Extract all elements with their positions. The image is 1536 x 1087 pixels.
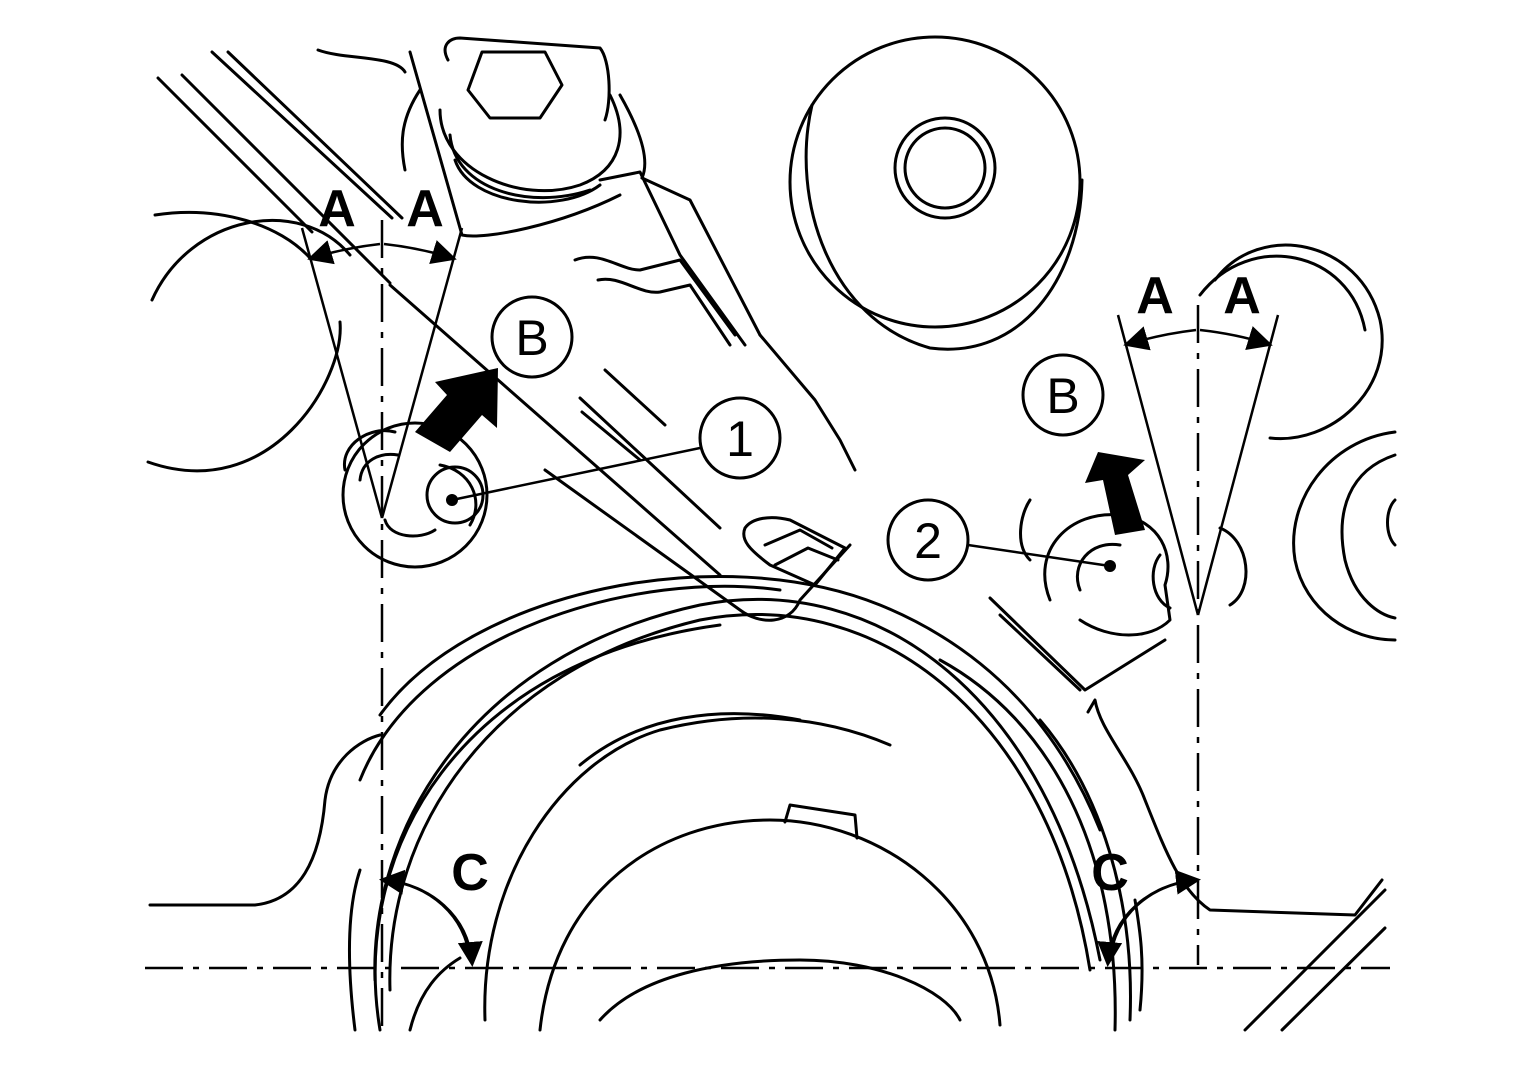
angle-c-right (1097, 869, 1201, 967)
label-a-left-1: A (318, 180, 356, 238)
callout-2-label: 2 (914, 513, 942, 569)
angle-c-left (379, 869, 483, 967)
callout-2: 2 (886, 498, 970, 582)
callout-1: 1 (698, 396, 782, 480)
callout-b-right: B (1021, 353, 1105, 437)
callout-b-left-label: B (515, 310, 548, 366)
label-c-right: C (1091, 844, 1129, 902)
angle-a-right (1116, 314, 1280, 616)
arrow-b-left (415, 368, 498, 452)
arrow-b-right (1085, 452, 1145, 535)
callout-b-left: B (490, 295, 574, 379)
label-a-right-1: A (1136, 267, 1174, 325)
reference-lines (145, 220, 1390, 1030)
label-c-left: C (451, 844, 489, 902)
leader-lines (446, 446, 1116, 572)
angle-a-left (300, 227, 464, 519)
engine-outline (146, 35, 1397, 1032)
callout-1-label: 1 (726, 411, 754, 467)
label-a-left-2: A (406, 180, 444, 238)
callout-b-right-label: B (1046, 368, 1079, 424)
label-a-right-2: A (1223, 267, 1261, 325)
